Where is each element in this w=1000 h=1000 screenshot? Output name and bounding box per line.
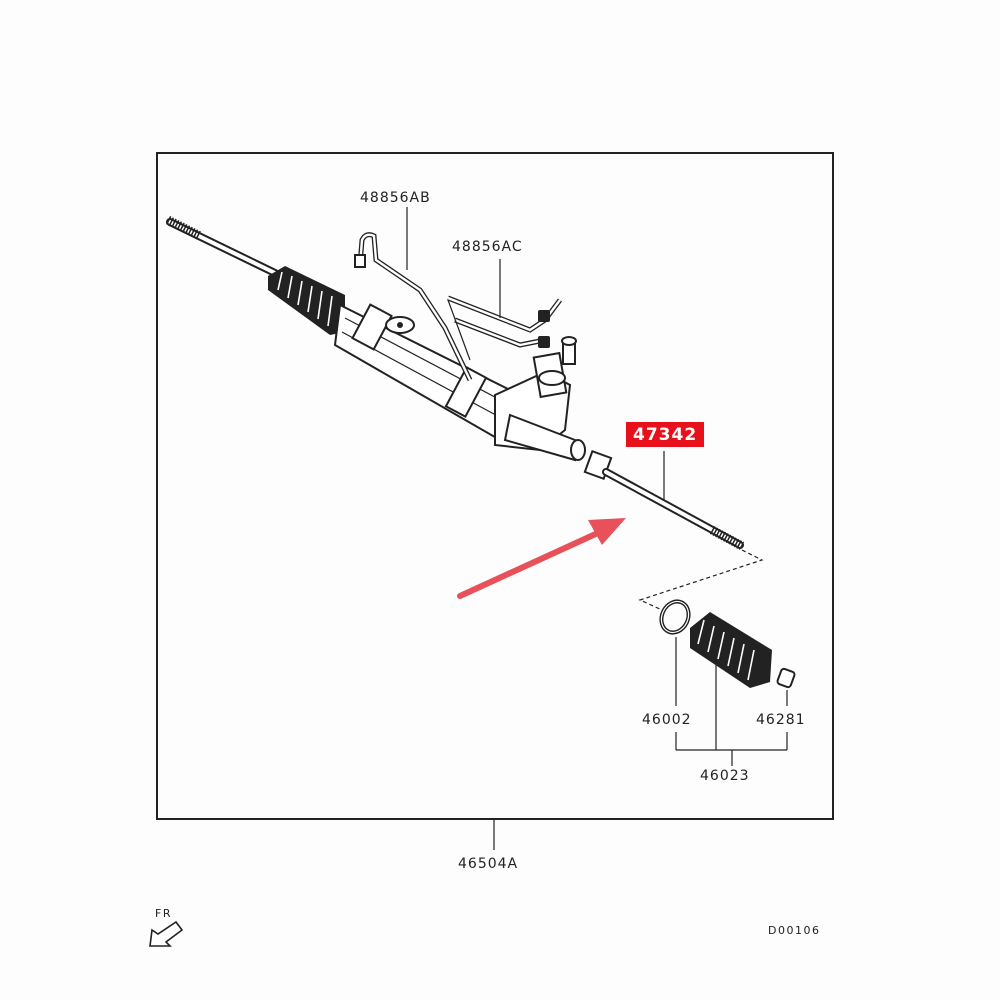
label-pipe-ab: 48856AB	[360, 190, 431, 206]
label-gear-assy: 46504A	[458, 856, 519, 872]
left-inner-tie-rod	[165, 215, 279, 277]
label-direction: FR	[155, 907, 172, 920]
boot-clip	[776, 667, 796, 689]
right-rack-boot	[690, 612, 772, 688]
diagram-frame	[156, 152, 834, 820]
right-inner-tie-rod	[583, 449, 745, 550]
left-rack-boot	[268, 266, 345, 335]
label-pipe-ac: 48856AC	[452, 239, 523, 255]
label-clip: 46281	[756, 712, 806, 728]
pressure-pipes	[354, 232, 562, 382]
arrow-down-left-icon	[149, 920, 184, 947]
label-band: 46002	[642, 712, 692, 728]
highlight-arrow	[457, 518, 626, 599]
label-boot-kit: 46023	[700, 768, 750, 784]
rack-housing	[333, 303, 522, 442]
valve-body	[494, 336, 586, 462]
boot-kit-leaders	[675, 637, 788, 766]
label-tie-rod-highlight: 47342	[626, 422, 705, 447]
label-diagram-id: D00106	[768, 924, 821, 937]
boot-band	[659, 599, 691, 635]
